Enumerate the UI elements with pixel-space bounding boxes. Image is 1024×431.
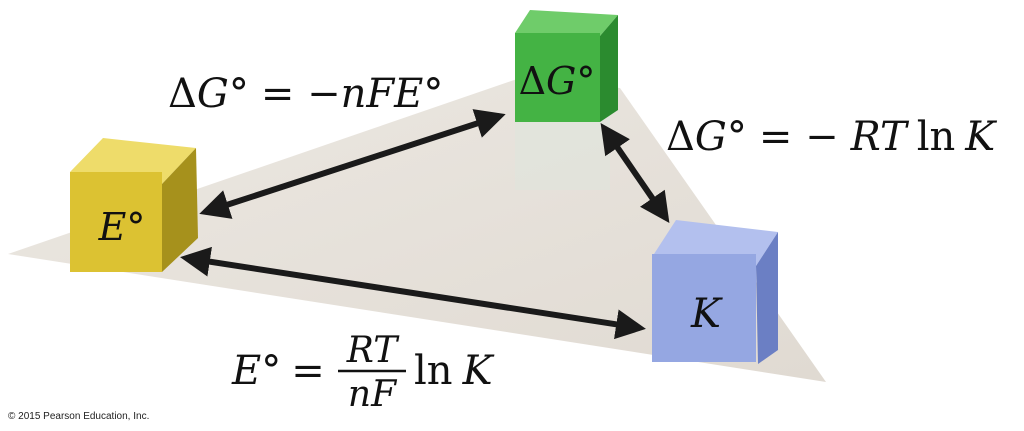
svg-text:lnK: lnK — [414, 348, 495, 394]
fraction-denominator: nF — [348, 374, 398, 415]
e-cube[interactable]: E° — [70, 138, 198, 272]
arrow-delta-g-k — [600, 123, 670, 223]
equation-delta-g-nfe: ΔG°= −nFE° — [168, 71, 443, 117]
fraction-numerator: RT — [346, 330, 400, 371]
svg-text:E°=: E°= — [231, 348, 325, 394]
delta-g-cube-reflection — [515, 112, 610, 190]
delta-g-variable: G — [546, 59, 576, 103]
arrow-e-k — [180, 246, 646, 340]
svg-text:ΔG°: ΔG° — [519, 59, 596, 103]
k-variable: K — [690, 291, 723, 337]
delta-g-cube[interactable]: ΔG° — [515, 10, 618, 122]
delta-g-symbol: Δ — [519, 59, 546, 103]
e-degree: ° — [126, 205, 145, 249]
copyright-notice: © 2015 Pearson Education, Inc. — [8, 411, 150, 422]
svg-text:E°: E° — [98, 205, 146, 249]
e-variable: E — [98, 205, 127, 249]
arrow-e-delta-g — [199, 109, 506, 219]
delta-g-degree: ° — [576, 59, 595, 103]
k-cube[interactable]: K — [652, 220, 778, 364]
